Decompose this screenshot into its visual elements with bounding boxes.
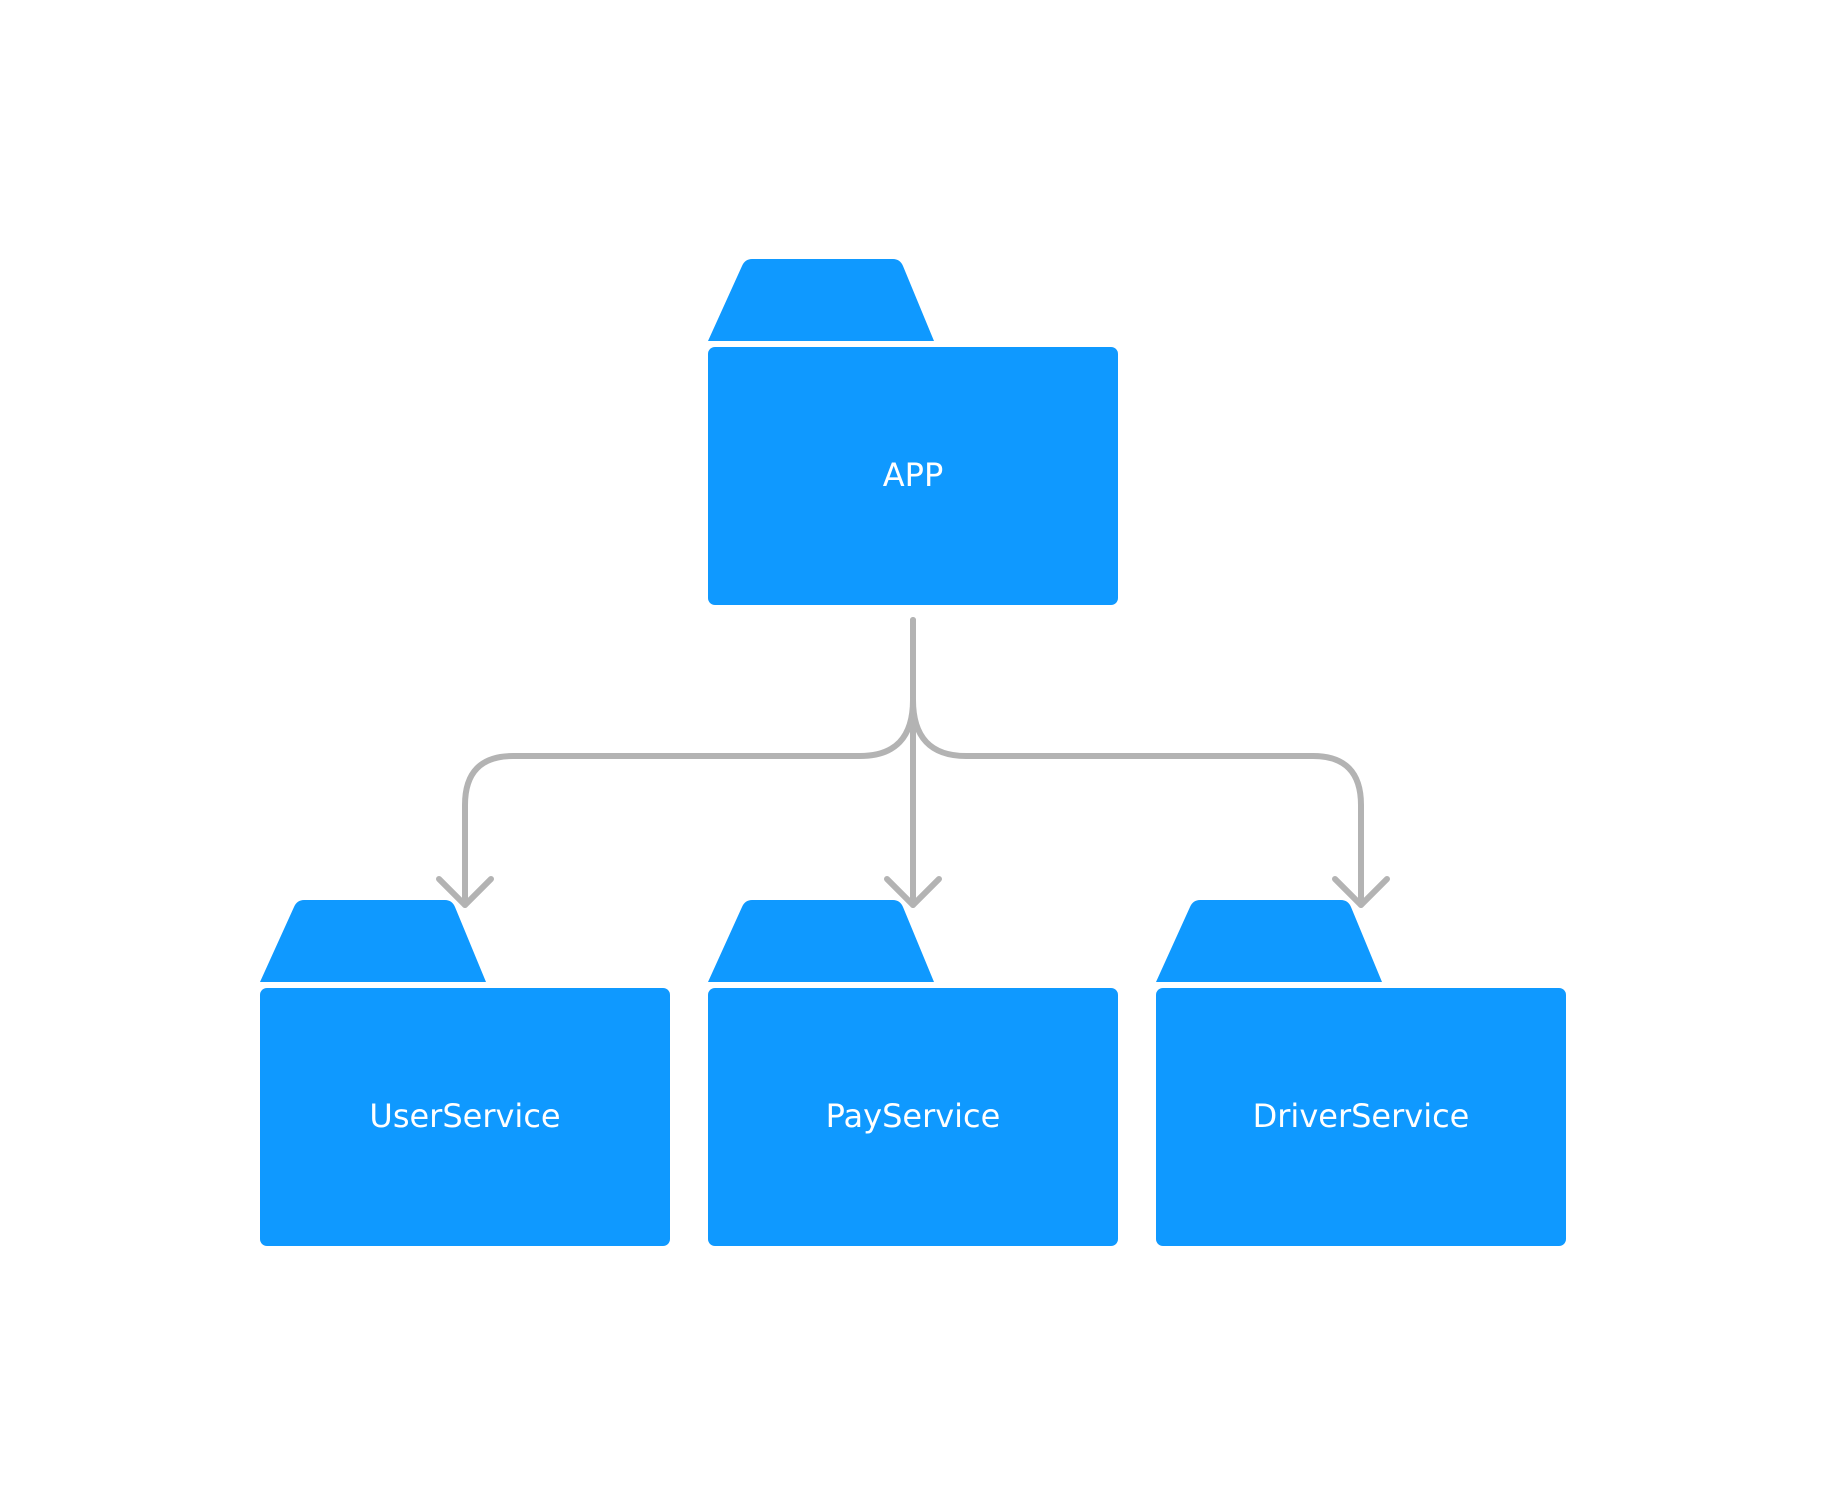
package-label-userservice: UserService [369, 1097, 560, 1135]
package-label-app: APP [883, 456, 943, 494]
package-app[interactable]: APP [708, 259, 1118, 605]
package-driverservice[interactable]: DriverService [1156, 900, 1566, 1246]
edge-app-to-driverservice [910, 697, 1364, 908]
arrowhead-driverservice [1332, 876, 1390, 908]
package-label-driverservice: DriverService [1253, 1097, 1470, 1135]
folder-body [260, 988, 670, 1246]
connectors [436, 617, 1390, 908]
edge-app-to-userservice [462, 617, 916, 908]
arrowhead-userservice [436, 876, 494, 908]
folder-body [1156, 988, 1566, 1246]
package-payservice[interactable]: PayService [708, 900, 1118, 1246]
folder-icon [708, 900, 934, 982]
folder-body [708, 988, 1118, 1246]
package-userservice[interactable]: UserService [260, 900, 670, 1246]
folder-icon [1156, 900, 1382, 982]
package-label-payservice: PayService [826, 1097, 1001, 1135]
arrowhead-payservice [884, 876, 942, 908]
folder-body [708, 347, 1118, 605]
folder-icon [260, 900, 486, 982]
folder-icon [708, 259, 934, 341]
